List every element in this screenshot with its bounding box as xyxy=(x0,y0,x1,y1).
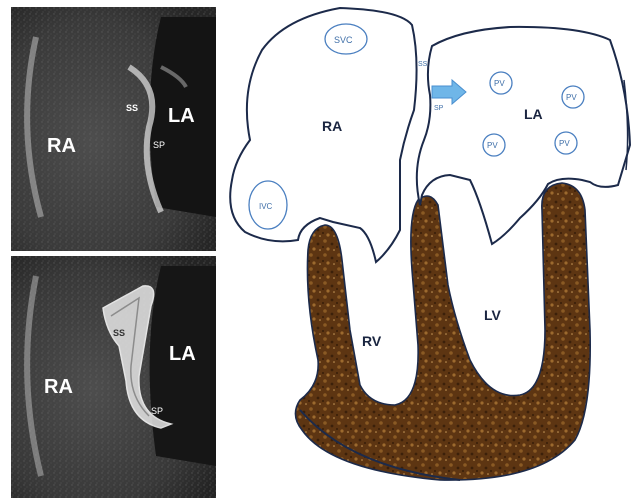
pv-label-3: PV xyxy=(487,141,498,150)
pv-label-4: PV xyxy=(559,139,570,148)
la-chamber-label: LA xyxy=(524,106,543,122)
ra-chamber-label: RA xyxy=(322,118,342,134)
pv-label-2: PV xyxy=(566,93,577,102)
pv-label-1: PV xyxy=(494,79,505,88)
ss-label: SS xyxy=(418,61,428,68)
left-atrium xyxy=(417,27,630,244)
lv-chamber-label: LV xyxy=(484,307,502,323)
svc-label: SVC xyxy=(334,35,353,45)
ivc-label: IVC xyxy=(259,202,273,211)
right-atrium xyxy=(230,8,416,262)
sp-label: SP xyxy=(434,105,444,112)
rv-chamber-label: RV xyxy=(362,333,382,349)
myocardium xyxy=(295,183,590,480)
